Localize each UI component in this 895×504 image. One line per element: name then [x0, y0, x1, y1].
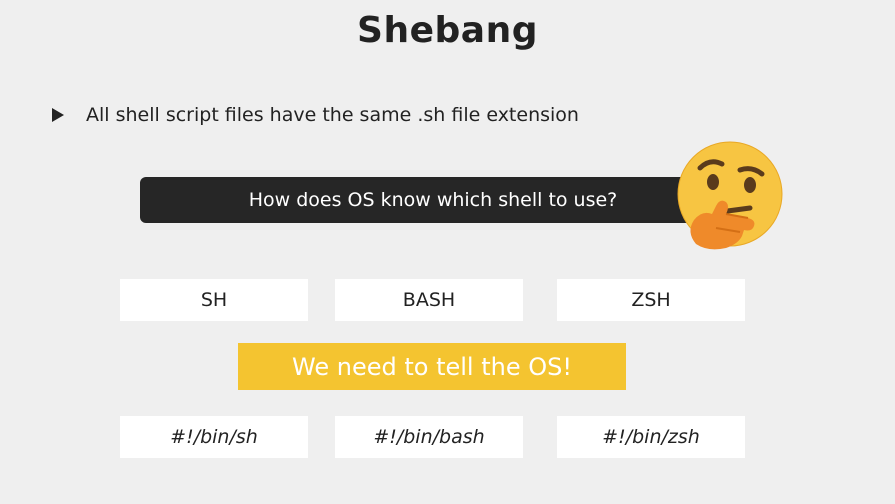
- question-bar: How does OS know which shell to use?: [140, 177, 726, 223]
- banner: We need to tell the OS!: [238, 343, 626, 390]
- shebang-box-sh: #!/bin/sh: [120, 416, 308, 458]
- bullet-item: All shell script files have the same .sh…: [52, 101, 579, 129]
- shell-box-bash: BASH: [335, 279, 523, 321]
- shell-box-sh: SH: [120, 279, 308, 321]
- slide-title: Shebang: [357, 10, 538, 51]
- bullet-text: All shell script files have the same .sh…: [86, 104, 579, 126]
- thinking-face-icon: [677, 141, 783, 250]
- shell-box-zsh: ZSH: [557, 279, 745, 321]
- banner-text: We need to tell the OS!: [292, 352, 572, 381]
- shebang-box-zsh: #!/bin/zsh: [557, 416, 745, 458]
- bullet-triangle-icon: [52, 108, 64, 122]
- shebang-box-bash: #!/bin/bash: [335, 416, 523, 458]
- question-text: How does OS know which shell to use?: [248, 189, 618, 211]
